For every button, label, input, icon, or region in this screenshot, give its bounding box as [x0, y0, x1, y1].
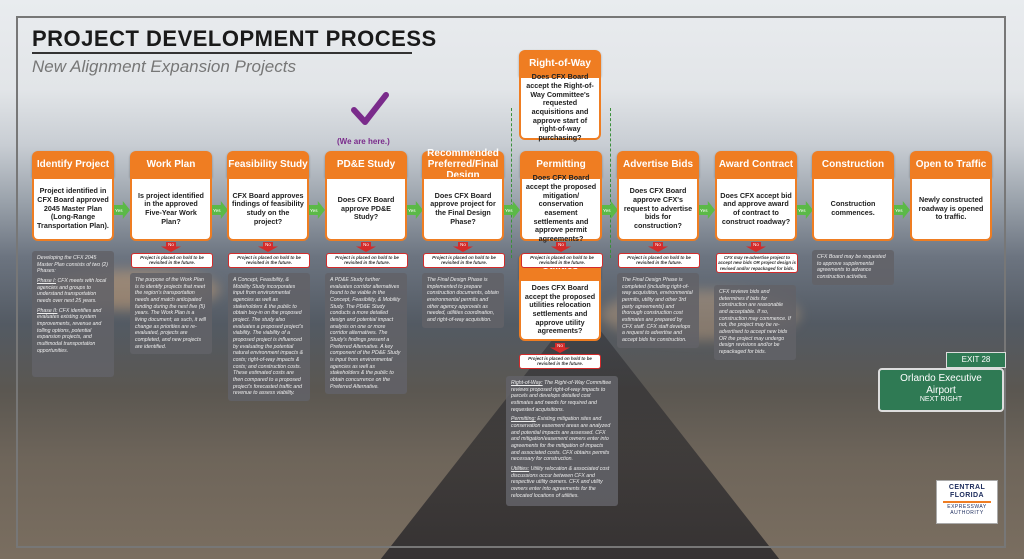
logo-bar: [943, 501, 991, 504]
background-airport-sign: Orlando Executive Airport NEXT RIGHT: [878, 368, 1004, 412]
no-arrow: No: [258, 242, 278, 252]
yes-arrow: Yes: [699, 201, 715, 219]
identify-phase-2: Phase II: CFX identifies and evaluates e…: [37, 308, 109, 355]
no-arrow: No: [551, 242, 571, 252]
description-work-plan: The purpose of the Work Plan is to ident…: [130, 273, 212, 355]
step-question-identify-project: Project identified in CFX Board approved…: [32, 177, 114, 241]
utilities-question: Does CFX Board accept the proposed utili…: [519, 279, 601, 341]
no-arrow: No: [746, 242, 766, 252]
step-question-work-plan: Is project identified in the approved Fi…: [130, 177, 212, 241]
yes-arrow: Yes: [309, 201, 325, 219]
cfx-logo: CENTRAL FLORIDA EXPRESSWAY AUTHORITY: [936, 480, 998, 524]
yes-arrow: Yes: [894, 201, 910, 219]
logo-line-2: FLORIDA: [950, 492, 984, 500]
yes-arrow: Yes: [114, 201, 130, 219]
hold-note: Project is placed on hold to be revisite…: [519, 354, 601, 369]
page-title: PROJECT DEVELOPMENT PROCESS: [32, 26, 437, 51]
row-label: Right-of-Way:: [511, 380, 543, 386]
step-header-permitting: Permitting: [520, 151, 602, 177]
step-header-work-plan: Work Plan: [130, 151, 212, 177]
step-header-recommended-preferred-final-design: Recommended Preferred/Final Design: [422, 148, 504, 181]
page-subtitle: New Alignment Expansion Projects: [32, 57, 296, 76]
step-question-construction: Construction commences.: [812, 177, 894, 241]
phase-2-label: Phase II:: [37, 307, 58, 314]
sign-line-2: Airport: [926, 384, 956, 396]
yes-arrow: Yes: [407, 201, 423, 219]
hold-note: Project is placed on hold to be revisite…: [228, 253, 310, 268]
step-question-permitting: Does CFX Board accept the proposed mitig…: [520, 174, 602, 243]
checkmark-icon: [351, 92, 389, 125]
sign-line-3: NEXT RIGHT: [919, 396, 963, 403]
phase-1-label: Phase I:: [37, 277, 57, 284]
logo-line-3: EXPRESSWAY: [947, 504, 987, 511]
logo-line-4: AUTHORITY: [950, 510, 984, 517]
description-feasibility: A Concept, Feasibility, & Mobility Study…: [228, 273, 310, 401]
description-award-contract: CFX reviews bids and determines if bids …: [714, 285, 796, 360]
connector-row-permitting: [511, 108, 611, 258]
step-header-open-to-traffic: Open to Traffic: [910, 151, 992, 177]
logo-line-1: CENTRAL: [948, 484, 986, 491]
step-question-pd-e-study: Does CFX Board approve PD&E Study?: [325, 177, 407, 241]
step-question-recommended-preferred-final-design: Does CFX Board approve project for the F…: [422, 177, 504, 241]
description-identify-project: Developing the CFX 2045 Master Plan cons…: [32, 251, 114, 377]
step-header-award-contract: Award Contract: [715, 151, 797, 177]
description-final-design: The Final Design Phase is implemented to…: [422, 273, 504, 328]
step-header-feasibility-study: Feasibility Study: [227, 151, 309, 177]
step-header-construction: Construction: [812, 151, 894, 177]
step-header-identify-project: Identify Project: [32, 151, 114, 177]
hold-note: Project is placed on hold to be revisite…: [423, 253, 505, 268]
description-permitting-group: Right-of-Way: The Right-of-Way Committee…: [506, 376, 618, 507]
no-arrow: No: [453, 242, 473, 252]
permitting-text: Existing mitigation sites and conservati…: [511, 416, 611, 463]
hold-note: Project is placed on hold to be revisite…: [521, 253, 603, 268]
phase-1-text: CFX meets with local agencies and groups…: [37, 277, 107, 304]
permitting-description: Permitting: Existing mitigation sites an…: [511, 416, 613, 463]
yes-arrow: Yes: [504, 201, 520, 219]
hold-note: Project is placed on hold to be revisite…: [326, 253, 408, 268]
hold-note: CFX may re-advertise project to accept n…: [716, 253, 798, 273]
description-pde: A PD&E Study further evaluates corridor …: [325, 273, 407, 395]
title-rule: [32, 52, 412, 54]
sign-line-1: Orlando Executive: [900, 373, 982, 384]
permitting-label: Permitting:: [511, 416, 536, 423]
step-header-advertise-bids: Advertise Bids: [617, 151, 699, 177]
description-advertise-bids: The Final Design Phase is completed (inc…: [617, 273, 699, 348]
yes-arrow: Yes: [797, 201, 813, 219]
we-are-here-label: (We are here.): [337, 137, 390, 146]
yes-arrow: Yes: [602, 201, 618, 219]
identify-intro: Developing the CFX 2045 Master Plan cons…: [37, 255, 108, 275]
row-text: The Right-of-Way Committee reviews propo…: [511, 380, 612, 413]
right-of-way-header: Right-of-Way: [519, 50, 601, 76]
step-question-feasibility-study: CFX Board approves findings of feasibili…: [227, 177, 309, 241]
background-exit-sign: EXIT 28: [946, 352, 1006, 368]
step-header-pd-e-study: PD&E Study: [325, 151, 407, 177]
no-arrow: No: [161, 242, 181, 252]
step-question-award-contract: Does CFX accept bid and approve award of…: [715, 177, 797, 241]
description-construction: CFX Board may be requested to approve su…: [812, 250, 894, 285]
no-arrow: No: [648, 242, 668, 252]
identify-phase-1: Phase I: CFX meets with local agencies a…: [37, 278, 109, 305]
row-description: Right-of-Way: The Right-of-Way Committee…: [511, 380, 613, 413]
utilities-label: Utilities:: [511, 465, 530, 472]
hold-note: Project is placed on hold to be revisite…: [618, 253, 700, 268]
phase-2-text: CFX identifies and evaluates existing sy…: [37, 307, 102, 354]
yes-arrow: Yes: [212, 201, 228, 219]
step-question-advertise-bids: Does CFX Board approve CFX's request to …: [617, 177, 699, 241]
hold-note: Project is placed on hold to be revisite…: [131, 253, 213, 268]
step-question-open-to-traffic: Newly constructed roadway is opened to t…: [910, 177, 992, 241]
utilities-text: Utility relocation & associated cost dis…: [511, 465, 610, 499]
no-arrow: No: [356, 242, 376, 252]
right-of-way-question: Does CFX Board accept the Right-of-Way C…: [519, 73, 601, 142]
no-arrow: No: [550, 343, 570, 353]
utilities-description: Utilities: Utility relocation & associat…: [511, 466, 613, 499]
